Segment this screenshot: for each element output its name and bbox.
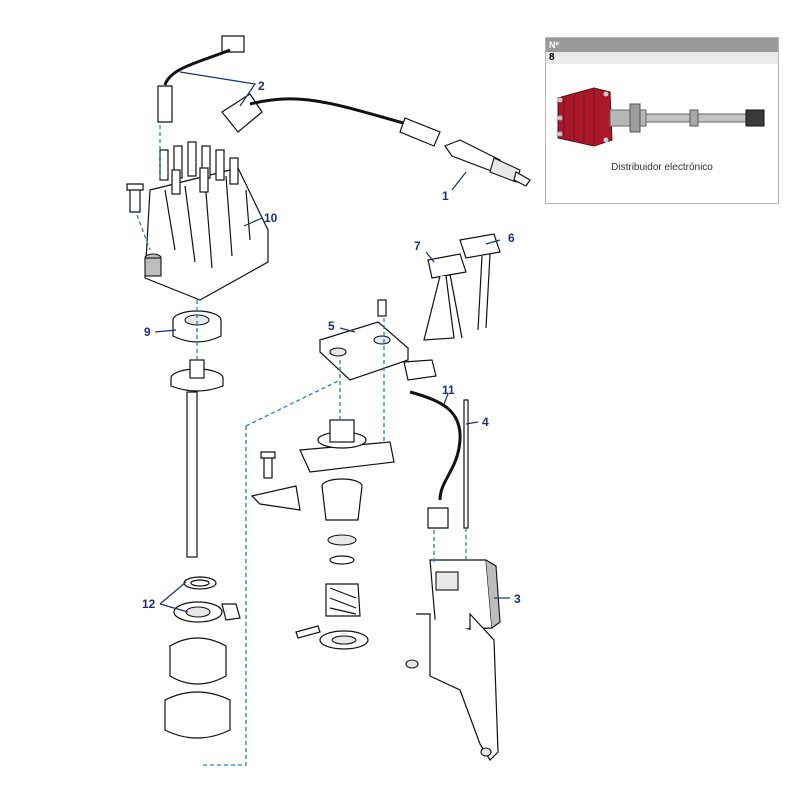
inset-part-number: 8 (546, 52, 778, 64)
inset-caption: Distribuidor electrónico (611, 162, 713, 173)
callout-leaders (154, 71, 510, 613)
spark-plug-part (444, 139, 531, 187)
rod-part (463, 399, 469, 529)
inset-header: Nº (546, 38, 778, 52)
electronic-distributor-image (557, 87, 765, 147)
callout-7: 7 (414, 239, 421, 253)
callout-11: 11 (442, 383, 455, 397)
callout-9: 9 (144, 325, 151, 339)
ignition-coil-part (405, 559, 501, 761)
assembly-guide-lines (136, 125, 467, 766)
callout-5: 5 (328, 319, 335, 333)
distributor-shaft-part (170, 359, 224, 558)
callout-10: 10 (264, 211, 278, 225)
callout-2: 2 (258, 79, 265, 93)
callout-4: 4 (482, 415, 489, 429)
pickup-coil-part (164, 576, 241, 739)
distributor-cap-part (126, 141, 269, 301)
distributor-housing-part (250, 419, 395, 650)
part-inset-panel: Nº 8 Distribuidor electrónico (545, 37, 779, 204)
wire-harness-part (409, 390, 462, 529)
callout-3: 3 (514, 592, 521, 606)
ignition-module-part (318, 299, 410, 381)
callout-labels: 1 2 3 4 5 6 7 9 10 11 12 (142, 79, 521, 611)
callout-12: 12 (142, 597, 156, 611)
connector-parts (403, 233, 501, 381)
spark-plug-wire-part (157, 35, 441, 147)
callout-6: 6 (508, 231, 515, 245)
callout-1: 1 (442, 189, 449, 203)
